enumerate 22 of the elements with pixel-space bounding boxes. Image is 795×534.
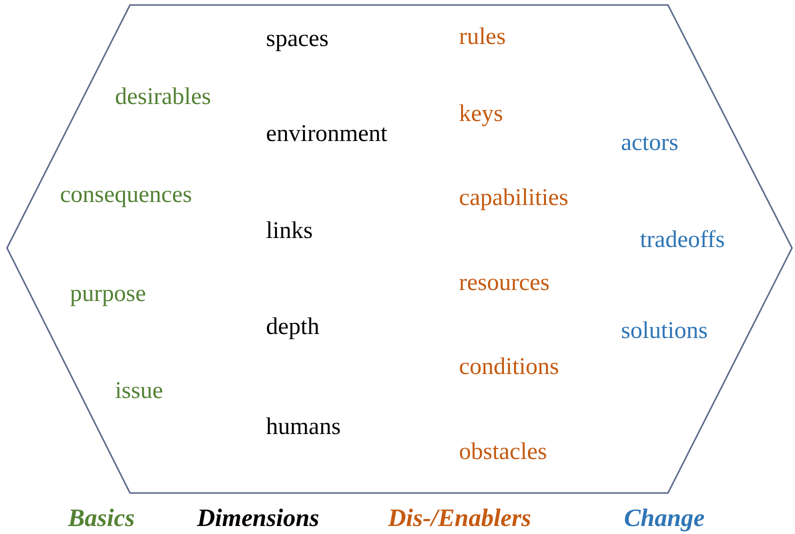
category-heading: Dimensions: [197, 506, 320, 531]
term-label: rules: [459, 25, 506, 49]
term-label: consequences: [60, 183, 192, 207]
term-label: conditions: [459, 355, 559, 379]
term-label: links: [266, 219, 313, 243]
term-label: humans: [266, 415, 341, 439]
term-label: tradeoffs: [640, 228, 725, 252]
term-label: capabilities: [459, 186, 568, 210]
term-label: solutions: [621, 319, 708, 343]
term-label: spaces: [266, 27, 329, 51]
term-label: actors: [621, 131, 678, 155]
term-label: issue: [115, 379, 163, 403]
term-label: obstacles: [459, 440, 547, 464]
term-label: keys: [459, 102, 503, 126]
term-label: desirables: [115, 85, 211, 109]
term-label: environment: [266, 122, 388, 146]
category-heading: Basics: [68, 506, 135, 531]
term-label: depth: [266, 315, 320, 339]
category-heading: Dis-/Enablers: [388, 506, 532, 531]
term-label: purpose: [70, 282, 146, 306]
term-label: resources: [459, 271, 550, 295]
category-heading: Change: [624, 506, 705, 531]
